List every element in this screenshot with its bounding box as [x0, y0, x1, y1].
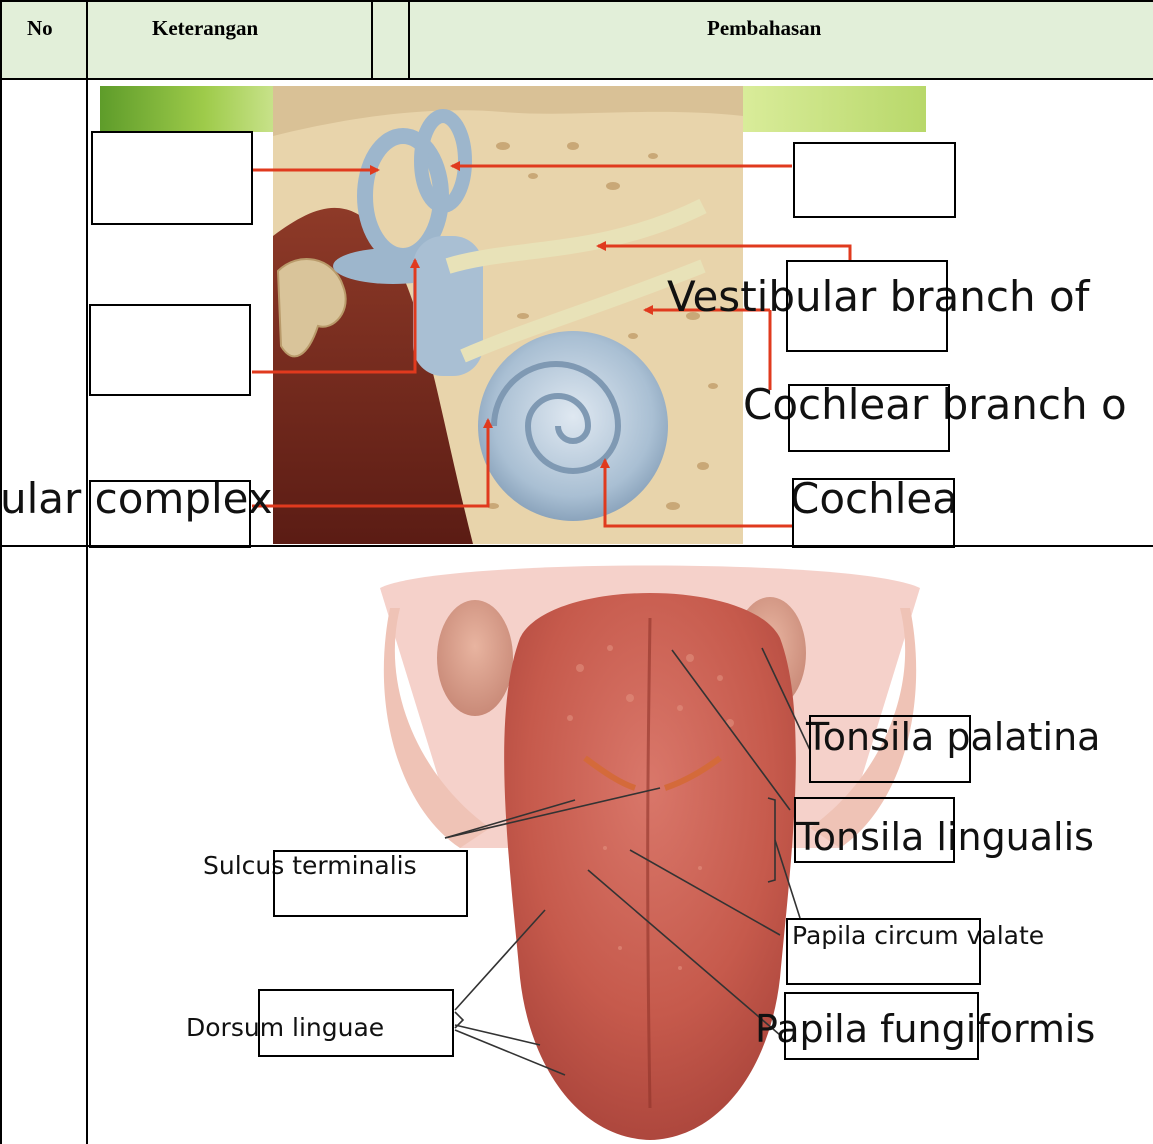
answer-box-tongue-4[interactable] [786, 918, 981, 985]
answer-box-ear-6[interactable] [89, 480, 251, 548]
answer-box-ear-1[interactable] [91, 131, 253, 225]
answer-box-tongue-6[interactable] [784, 992, 979, 1060]
answer-box-ear-3[interactable] [89, 304, 251, 396]
answer-box-tongue-3[interactable] [273, 850, 468, 917]
answer-box-ear-5[interactable] [788, 384, 950, 452]
answer-box-tongue-5[interactable] [258, 989, 454, 1057]
answer-box-ear-2[interactable] [793, 142, 956, 218]
answer-box-ear-7[interactable] [792, 478, 955, 548]
answer-box-tongue-1[interactable] [809, 715, 971, 783]
answer-box-ear-4[interactable] [786, 260, 948, 352]
answer-box-tongue-2[interactable] [794, 797, 955, 863]
